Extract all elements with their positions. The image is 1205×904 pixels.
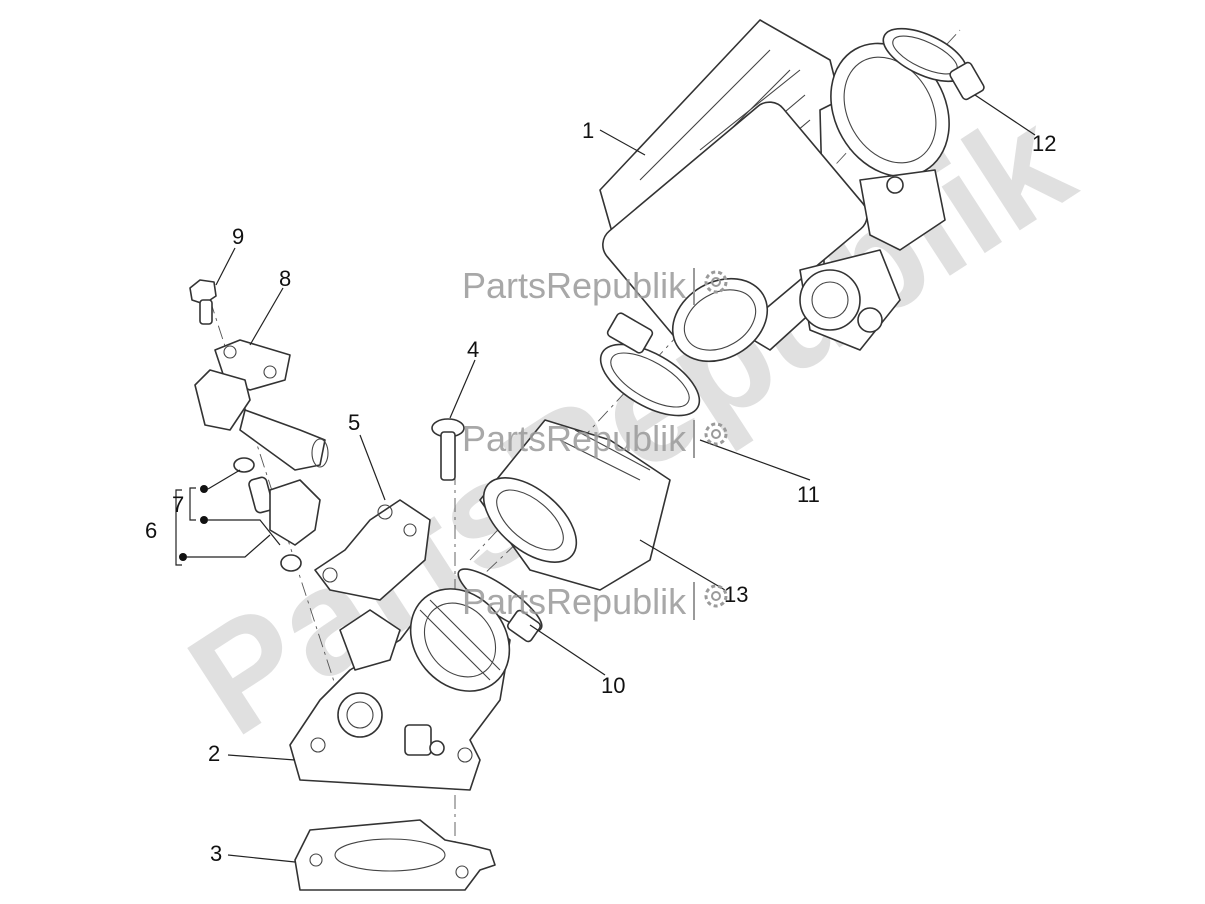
callout-8: 8 bbox=[279, 266, 291, 291]
callout-labels: 1 2 3 4 5 6 7 8 9 10 11 12 13 bbox=[145, 118, 1056, 866]
group-bracket-6-7 bbox=[175, 469, 281, 566]
watermark-small-text-2: PartsRepublik bbox=[462, 418, 687, 459]
gear-icon bbox=[704, 584, 728, 608]
gear-icon bbox=[704, 422, 728, 446]
injector-part-6-7 bbox=[233, 457, 321, 572]
injector-support-part-8 bbox=[194, 339, 329, 471]
watermark-small-1: PartsRepublik bbox=[462, 265, 728, 306]
throttle-body-part-1 bbox=[599, 19, 950, 363]
callout-10: 10 bbox=[601, 673, 625, 698]
watermark-small-3: PartsRepublik bbox=[462, 581, 728, 622]
callout-3: 3 bbox=[210, 841, 222, 866]
callout-9: 9 bbox=[232, 224, 244, 249]
leader-lines bbox=[215, 94, 1036, 863]
watermark-small-2: PartsRepublik bbox=[462, 418, 728, 459]
bracket-part-5 bbox=[314, 499, 431, 601]
callout-6: 6 bbox=[145, 518, 157, 543]
callout-5: 5 bbox=[348, 410, 360, 435]
callout-1: 1 bbox=[582, 118, 594, 143]
gear-icon bbox=[704, 270, 728, 294]
watermark-small-text-3: PartsRepublik bbox=[462, 581, 687, 622]
callout-2: 2 bbox=[208, 741, 220, 766]
watermark-small-text-1: PartsRepublik bbox=[462, 265, 687, 306]
screw-part-4 bbox=[431, 418, 465, 481]
clamp-part-11 bbox=[599, 312, 701, 417]
callout-12: 12 bbox=[1032, 131, 1056, 156]
clamp-part-12 bbox=[882, 27, 985, 101]
intake-manifold-part-2 bbox=[289, 588, 511, 791]
callout-13: 13 bbox=[724, 582, 748, 607]
gasket-part-3 bbox=[294, 819, 496, 891]
callout-4: 4 bbox=[467, 337, 479, 362]
clamp-part-10 bbox=[457, 568, 543, 643]
callout-7: 7 bbox=[172, 492, 184, 517]
bolt-part-9 bbox=[189, 279, 217, 325]
intake-sleeve-part-13 bbox=[479, 419, 671, 591]
callout-11: 11 bbox=[797, 482, 820, 507]
